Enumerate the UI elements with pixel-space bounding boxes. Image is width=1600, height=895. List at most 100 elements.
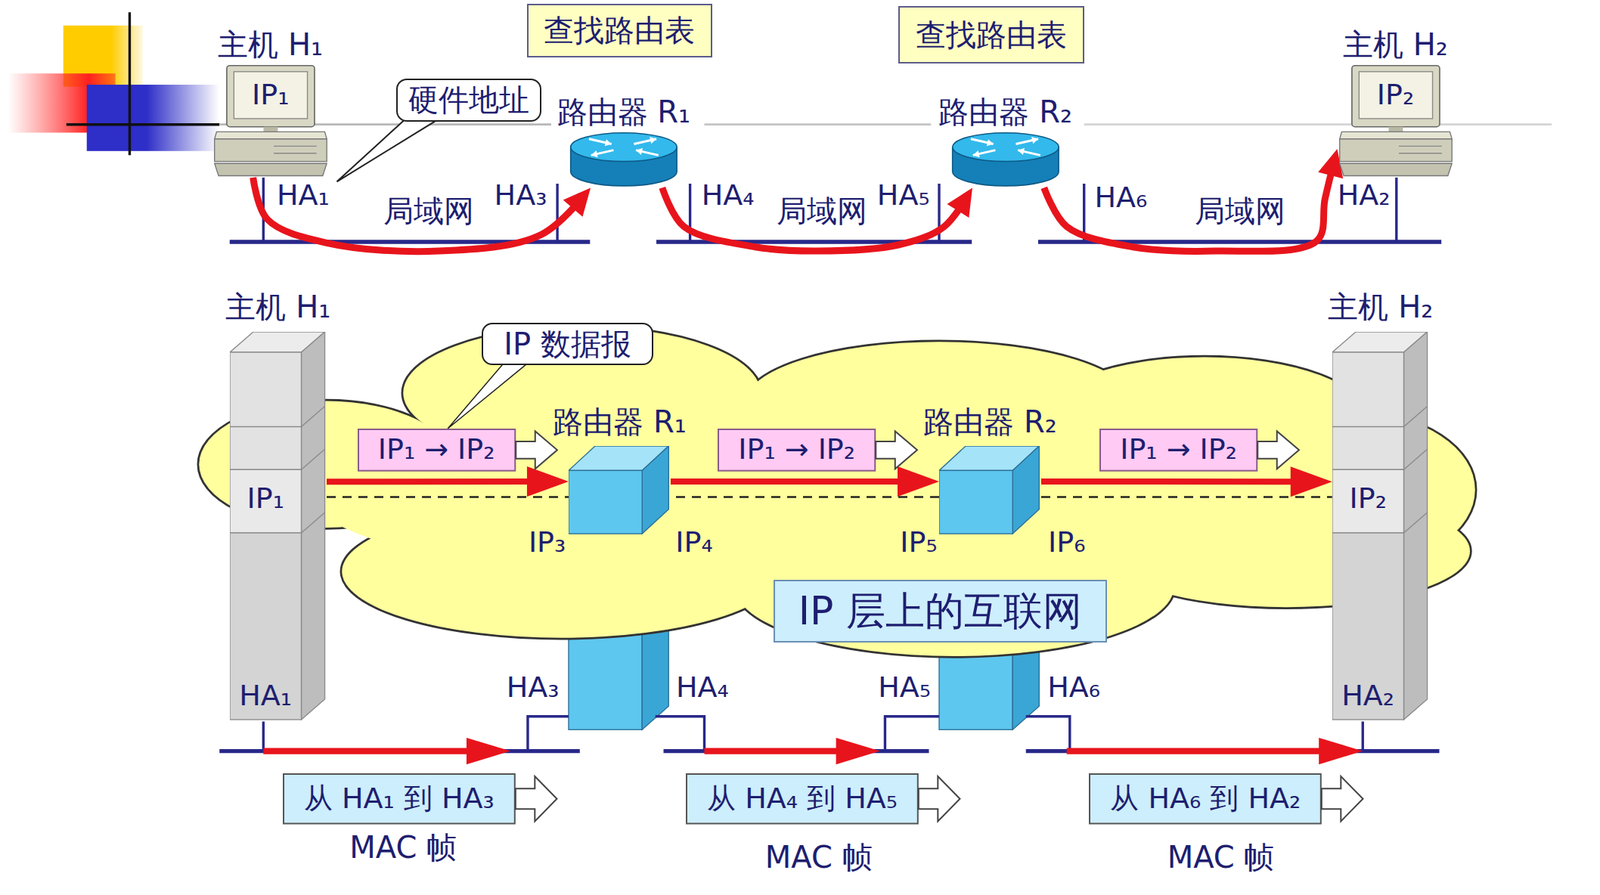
router-icon: 路由器 R₁ xyxy=(568,130,680,189)
mac-frame-box: 从 HA₁ 到 HA₃ xyxy=(282,773,559,825)
case-top xyxy=(1339,131,1452,139)
callout-text: 硬件地址 xyxy=(408,82,530,118)
callout-pointer xyxy=(447,362,528,429)
monitor-stand xyxy=(1388,126,1403,132)
ip-address: IP₆ xyxy=(1048,526,1086,560)
frame-label: MAC 帧 xyxy=(765,840,873,875)
protocol-stack: 主机 H₂IP₂HA₂ xyxy=(1332,331,1430,723)
dashed-link xyxy=(326,496,1333,498)
hardware-address: HA₅ xyxy=(874,179,933,213)
router-name: 路由器 R₂ xyxy=(938,94,1073,130)
mac-frame-box: 从 HA₄ 到 HA₅ xyxy=(685,773,962,825)
drive-slot xyxy=(1398,145,1442,146)
layer-title: IP 层上的互联网 xyxy=(798,589,1083,635)
box-arrow xyxy=(1257,431,1300,469)
drive-slot xyxy=(1398,152,1442,154)
router-arrowhead xyxy=(649,136,657,144)
internet-layer-box: IP 层上的互联网 xyxy=(773,579,1107,644)
protocol-stack: 主机 H₁IP₁HA₁ xyxy=(229,331,327,723)
callout-tail xyxy=(447,362,528,429)
stack-layer xyxy=(1332,533,1405,720)
router-shape xyxy=(950,130,1061,189)
router-name: 路由器 R₁ xyxy=(552,404,687,440)
connector-line xyxy=(1044,148,1338,252)
router-cube: 路由器 R₂ xyxy=(939,446,1042,535)
datagram-header: IP₁ → IP₂ xyxy=(378,434,496,468)
router-arrowhead xyxy=(1017,148,1025,156)
router-top xyxy=(570,132,677,162)
cube-shape xyxy=(939,446,1042,535)
stack-side xyxy=(300,331,325,720)
host-name: 主机 H₁ xyxy=(217,27,323,63)
router-top xyxy=(952,132,1059,162)
hardware-address: HA₂ xyxy=(1335,179,1393,213)
lan-drop xyxy=(1026,716,1070,752)
lan-drop xyxy=(527,716,569,752)
routing-table-label: 查找路由表 xyxy=(915,17,1067,53)
cube-side xyxy=(1012,446,1039,534)
connector-line xyxy=(1041,478,1333,485)
router-name: 路由器 R₁ xyxy=(557,94,692,130)
monitor xyxy=(1351,65,1439,127)
ip-address: IP₁ xyxy=(251,78,289,112)
case-front xyxy=(213,139,326,162)
stack-edge xyxy=(1403,406,1427,427)
cube-shape xyxy=(568,446,671,535)
cloud-outline xyxy=(198,326,1476,657)
box-arrow xyxy=(918,776,961,822)
frame-arrow xyxy=(263,748,470,755)
hardware-address: HA₄ xyxy=(699,179,757,213)
router-name: 路由器 R₂ xyxy=(923,404,1058,440)
mac-frame-box: 从 HA₆ 到 HA₂ xyxy=(1088,773,1365,825)
ip-datagram-box: IP₁ → IP₂ xyxy=(717,428,919,472)
host-computer: 主机 H₂IP₂ xyxy=(1337,63,1455,178)
deco-line xyxy=(128,12,131,156)
lan-drop xyxy=(262,721,265,751)
drive-slot xyxy=(273,145,317,146)
host-name: 主机 H₁ xyxy=(225,289,331,325)
router-column xyxy=(568,627,642,730)
arrowhead xyxy=(947,187,973,218)
callout-box: 硬件地址 xyxy=(396,78,542,122)
routing-table-label: 查找路由表 xyxy=(543,12,695,48)
hardware-address: HA₄ xyxy=(675,671,729,705)
hardware-address: HA₂ xyxy=(1341,679,1395,714)
router-arrowhead xyxy=(986,139,994,146)
stack-side xyxy=(1403,331,1427,720)
lan-drop xyxy=(1361,721,1365,751)
frame-arrow xyxy=(1066,748,1323,755)
arrowhead xyxy=(563,187,591,217)
cube-front xyxy=(568,470,642,534)
stack-layer xyxy=(229,469,302,534)
frame-label: MAC 帧 xyxy=(1167,840,1275,875)
stack-layer xyxy=(1332,426,1405,470)
host-name: 主机 H₂ xyxy=(1327,289,1433,325)
stack-shape xyxy=(1332,331,1430,723)
callout-box: IP 数据报 xyxy=(481,322,654,366)
keyboard xyxy=(213,163,326,176)
hardware-address: HA₁ xyxy=(274,179,332,213)
stack-layer xyxy=(1332,469,1405,534)
stack-edge xyxy=(300,449,325,470)
lan-wires xyxy=(229,239,1442,244)
stack-layer xyxy=(1332,352,1405,428)
lan-drop xyxy=(884,716,940,752)
deco-line xyxy=(1084,123,1552,126)
cloud-part xyxy=(306,387,1368,593)
hardware-address: HA₁ xyxy=(238,679,292,714)
ip-address: IP₁ xyxy=(247,483,285,517)
frame-arrowhead xyxy=(836,737,881,765)
hardware-address: HA₆ xyxy=(1047,671,1101,705)
stack-edge xyxy=(300,512,325,534)
router-arrowhead xyxy=(635,148,643,156)
lan-bus xyxy=(219,749,580,754)
case-front xyxy=(1339,139,1452,162)
stack-shape xyxy=(229,331,327,723)
artwork xyxy=(8,12,1552,765)
stack-edge xyxy=(1403,449,1427,470)
datagram-header: IP₁ → IP₂ xyxy=(737,434,856,468)
frame-header: 从 HA₆ 到 HA₂ xyxy=(1110,782,1301,816)
hardware-address: HA₅ xyxy=(877,671,931,705)
monitor xyxy=(226,65,315,127)
lan-drop xyxy=(1395,177,1398,242)
